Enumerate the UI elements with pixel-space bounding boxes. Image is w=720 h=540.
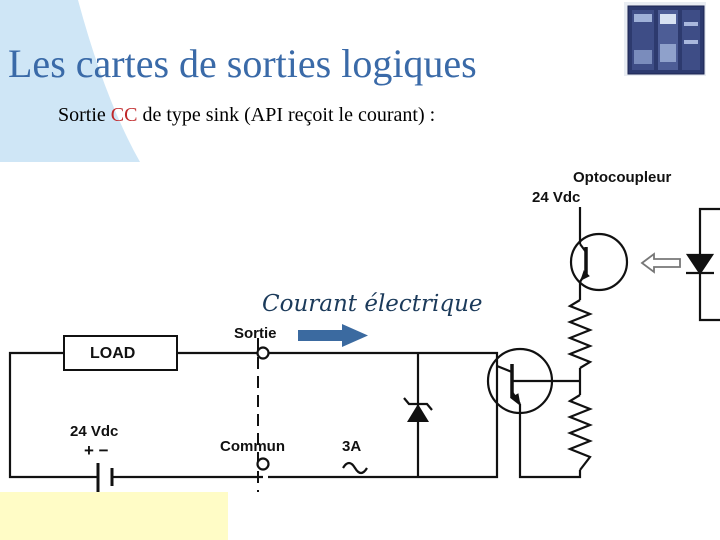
led-symbol [685, 207, 720, 322]
plc-device-image [624, 2, 706, 76]
supply-label-left: 24 Vdc [70, 423, 118, 440]
fuse-label: 3A [342, 438, 361, 455]
current-label: Courant électrique [262, 291, 483, 317]
battery-polarity-label: + − [84, 441, 109, 460]
optocoupler-transistor-symbol [569, 232, 629, 292]
upper-resistor-symbol [567, 299, 593, 369]
slide-title: Les cartes de sorties logiques [8, 41, 477, 86]
load-label: LOAD [90, 345, 135, 362]
zener-diode-symbol [403, 397, 433, 422]
light-transfer-arrow [640, 252, 681, 274]
output-terminal [256, 346, 270, 360]
output-bus-wire [268, 351, 499, 479]
current-direction-arrow [298, 324, 368, 347]
subtitle-accent: CC [110, 104, 138, 126]
subtitle-prefix: Sortie [58, 104, 111, 126]
supply-label-top: 24 Vdc [532, 189, 580, 206]
subtitle-suffix: de type sink (API reçoit le courant) : [137, 104, 436, 126]
left-wire [8, 351, 93, 479]
battery-symbol [93, 463, 120, 492]
output-transistor-symbol [486, 347, 554, 415]
lower-resistor-symbol [567, 394, 593, 471]
fuse-symbol [342, 461, 368, 475]
bottom-left-note-box [0, 492, 228, 540]
common-terminal-label: Commun [220, 438, 285, 455]
slide-subtitle: Sortie CC de type sink (API reçoit le co… [58, 104, 435, 127]
optocoupler-label: Optocoupleur [573, 169, 671, 186]
output-terminal-label: Sortie [234, 325, 277, 342]
common-terminal [256, 457, 270, 471]
driver-emitter-wire [518, 404, 582, 479]
corner-wave-decoration [0, 0, 140, 162]
